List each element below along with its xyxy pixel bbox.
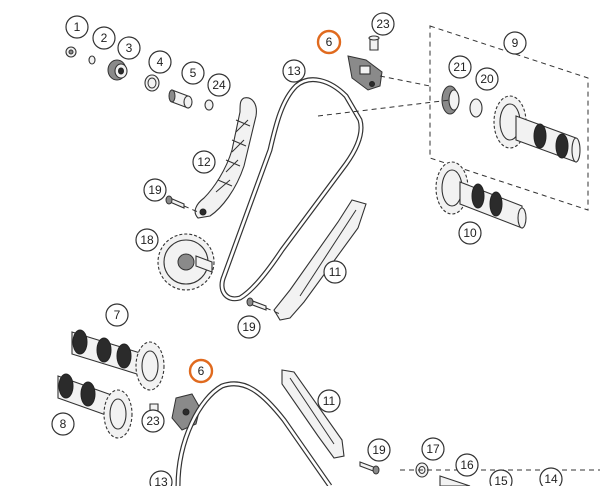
callout-3: 3 xyxy=(117,36,141,60)
callout-15: 15 xyxy=(489,469,513,486)
oring-part-24 xyxy=(204,99,214,111)
callout-13-upper: 13 xyxy=(282,59,306,83)
svg-text:4: 4 xyxy=(157,55,164,69)
washer-part-2 xyxy=(88,55,96,65)
camshaft-part-10 xyxy=(435,161,527,229)
camshaft-group-box-9 xyxy=(429,25,589,211)
callout-19-upper: 19 xyxy=(143,178,167,202)
svg-text:19: 19 xyxy=(242,320,256,334)
timing-chain-13-upper xyxy=(219,77,364,302)
svg-text:13: 13 xyxy=(287,64,301,78)
callout-9: 9 xyxy=(503,31,527,55)
sprocket-gear-18 xyxy=(157,233,215,291)
svg-text:11: 11 xyxy=(329,265,342,279)
chain-tensioner-6-upper xyxy=(347,55,383,91)
bolt-part-1 xyxy=(65,46,77,58)
camshaft-part-8 xyxy=(57,373,133,439)
callout-6-upper: 6 xyxy=(316,29,342,55)
svg-text:14: 14 xyxy=(544,472,558,486)
callout-13-lower: 13 xyxy=(149,470,173,486)
svg-text:21: 21 xyxy=(453,60,467,74)
svg-text:3: 3 xyxy=(126,41,133,55)
callout-11-upper: 11 xyxy=(323,260,347,284)
screw-part-23-upper xyxy=(368,35,380,51)
bolt-part-19-upper xyxy=(165,195,199,213)
svg-text:24: 24 xyxy=(212,78,226,92)
callout-12: 12 xyxy=(192,150,216,174)
callout-5: 5 xyxy=(181,61,205,85)
tensioner-rail-12 xyxy=(194,97,257,219)
svg-text:6: 6 xyxy=(198,364,205,378)
svg-text:23: 23 xyxy=(146,414,160,428)
svg-text:16: 16 xyxy=(460,458,474,472)
callout-24: 24 xyxy=(207,73,231,97)
svg-text:9: 9 xyxy=(512,36,519,50)
callout-10: 10 xyxy=(458,221,482,245)
svg-text:20: 20 xyxy=(480,72,494,86)
gear-part-21 xyxy=(441,85,460,115)
callout-23-upper: 23 xyxy=(371,12,395,36)
callout-19-lower: 19 xyxy=(367,438,391,462)
bearing-part-3 xyxy=(107,59,128,81)
callout-7: 7 xyxy=(105,303,129,327)
svg-text:2: 2 xyxy=(101,31,108,45)
bolt-part-19-lower xyxy=(359,461,380,475)
svg-text:7: 7 xyxy=(114,308,121,322)
guide-rail-11-lower xyxy=(281,369,345,459)
guide-rail-11-upper xyxy=(273,199,367,321)
svg-text:19: 19 xyxy=(148,183,162,197)
svg-text:17: 17 xyxy=(426,442,440,456)
svg-text:18: 18 xyxy=(140,233,154,247)
ring-part-20 xyxy=(469,98,483,118)
svg-text:15: 15 xyxy=(494,474,508,486)
svg-text:10: 10 xyxy=(463,226,477,240)
callout-23-lower: 23 xyxy=(141,409,165,433)
bolt-part-16 xyxy=(439,475,471,486)
svg-text:23: 23 xyxy=(376,17,390,31)
svg-text:8: 8 xyxy=(60,417,67,431)
callout-4: 4 xyxy=(148,50,172,74)
bolt-part-19-mid xyxy=(246,297,281,315)
svg-text:12: 12 xyxy=(197,155,211,169)
callout-1: 1 xyxy=(65,15,89,39)
upper-assembly xyxy=(65,25,589,321)
lower-assembly xyxy=(57,329,600,486)
timing-chain-13-lower xyxy=(175,381,333,486)
callout-layer: 1 2 3 4 5 24 6 23 13 9 21 20 12 19 18 10… xyxy=(51,12,563,486)
camshaft-part-9 xyxy=(493,95,581,163)
svg-text:6: 6 xyxy=(326,35,333,49)
ring-part-4 xyxy=(144,74,160,92)
callout-14: 14 xyxy=(539,467,563,486)
callout-17: 17 xyxy=(421,437,445,461)
sleeve-part-5 xyxy=(168,89,193,109)
svg-text:11: 11 xyxy=(323,394,336,408)
svg-text:5: 5 xyxy=(190,66,197,80)
camshaft-part-7 xyxy=(71,329,165,391)
svg-text:13: 13 xyxy=(154,475,168,486)
callout-18: 18 xyxy=(135,228,159,252)
callout-11-lower: 11 xyxy=(317,389,341,413)
callout-21: 21 xyxy=(448,55,472,79)
callout-19-mid: 19 xyxy=(237,315,261,339)
svg-text:19: 19 xyxy=(372,443,386,457)
callout-16: 16 xyxy=(455,453,479,477)
callout-20: 20 xyxy=(475,67,499,91)
callout-2: 2 xyxy=(92,26,116,50)
svg-text:1: 1 xyxy=(74,20,81,34)
callout-8: 8 xyxy=(51,412,75,436)
callout-6-lower: 6 xyxy=(188,358,214,384)
